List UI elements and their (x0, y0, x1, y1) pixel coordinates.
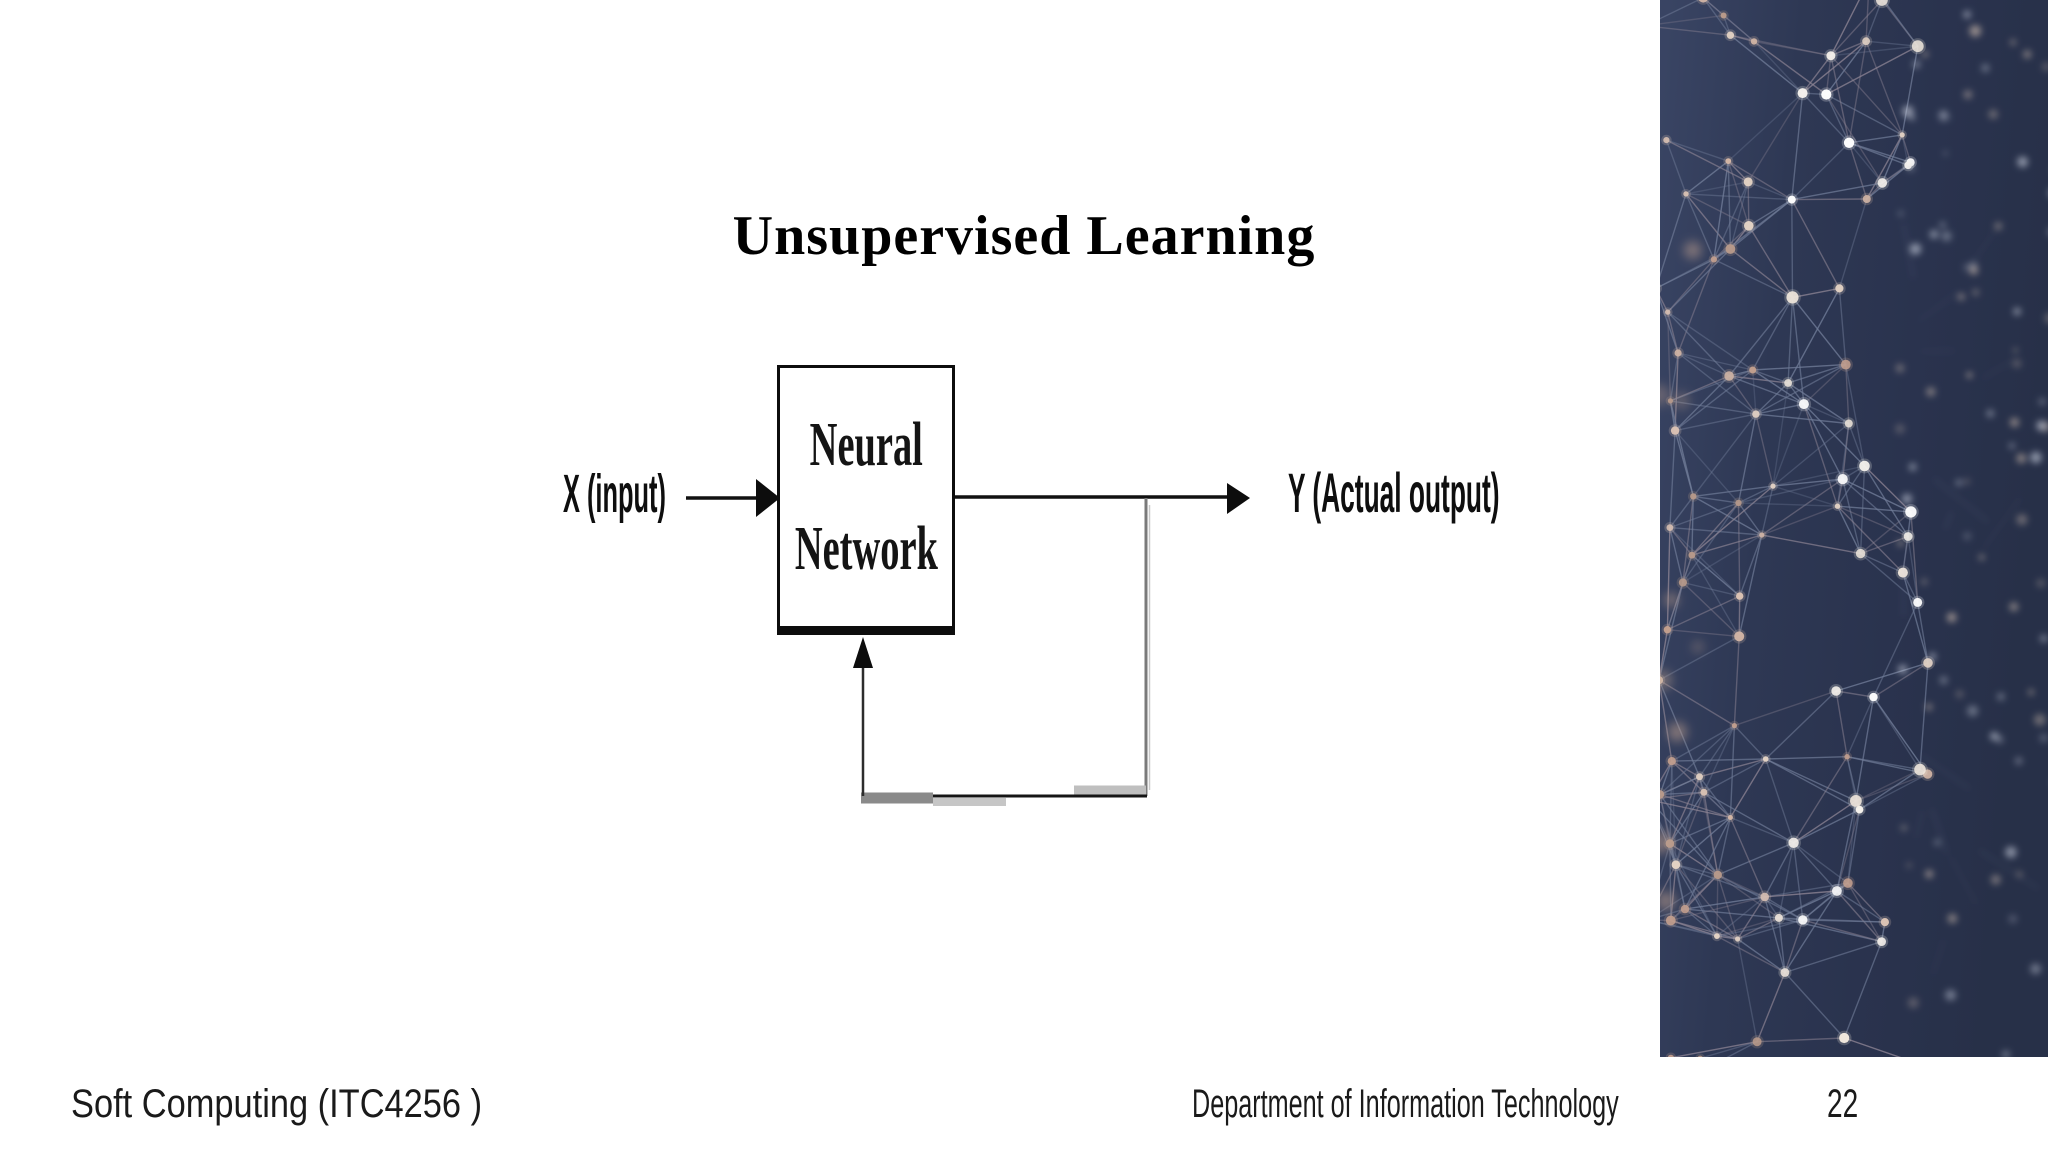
scan-artifact-segment-light-upper (1074, 785, 1146, 795)
output-label: Y (Actual output) (1288, 461, 1500, 524)
neural-network-box-label-line2: Network (794, 515, 938, 583)
input-label: X (input) (563, 464, 666, 524)
footer-department-label: Department of Information Technology (1192, 1082, 1619, 1126)
network-photo-svg (1660, 0, 2048, 1057)
scan-artifact-segment-light (933, 798, 1006, 806)
footer-course-label: Soft Computing (ITC4256 ) (71, 1082, 483, 1126)
neural-network-box: Neural Network (777, 365, 955, 635)
output-arrowhead-icon (1227, 483, 1250, 514)
feedback-up-arrowhead-icon (853, 637, 873, 668)
neural-network-box-label-line1: Neural (809, 411, 923, 479)
scan-artifact-segment-dark (861, 792, 933, 804)
slide-title: Unsupervised Learning (732, 205, 1316, 267)
network-photo (1660, 0, 2048, 1057)
footer-page-number: 22 (1827, 1082, 1859, 1126)
